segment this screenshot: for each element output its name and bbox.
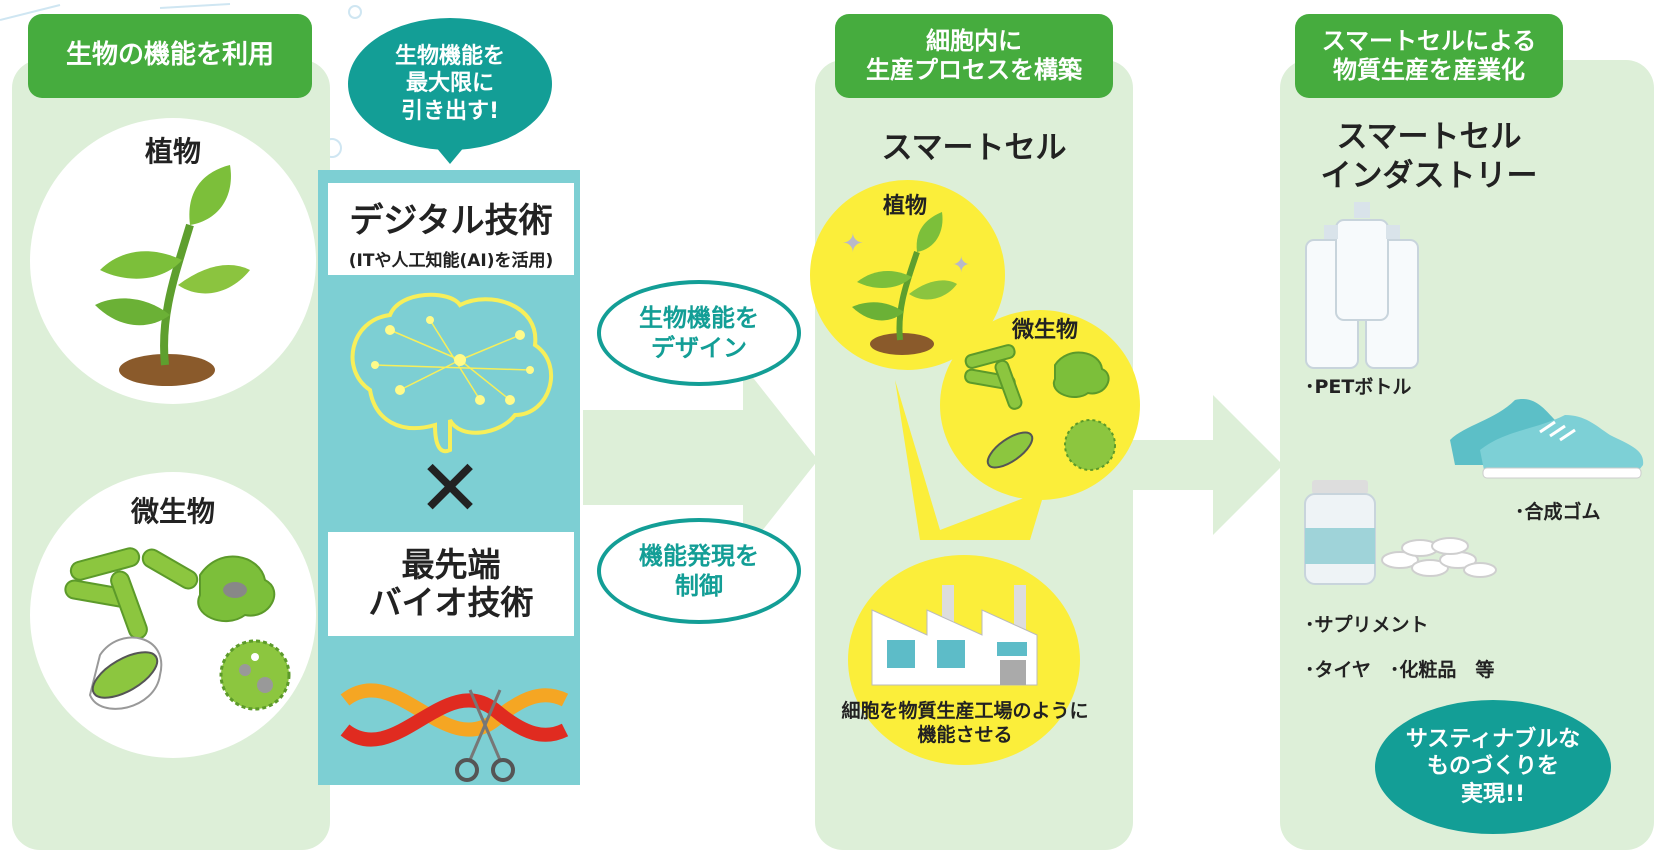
biotech-box: 最先端 バイオ技術 bbox=[328, 532, 574, 636]
molecule-decoration bbox=[0, 3, 362, 158]
pet-bottle-label: ･PETボトル bbox=[1305, 376, 1412, 398]
flow-arrow-1 bbox=[583, 365, 818, 555]
others-label: ･タイヤ ･化粧品 等 bbox=[1305, 659, 1495, 681]
factory-caption: 細胞を物質生産工場のように 機能させる bbox=[841, 700, 1089, 746]
microbe-circle bbox=[30, 472, 316, 758]
supplement-label: ･サプリメント bbox=[1305, 614, 1429, 636]
microbe-label: 微生物 bbox=[130, 495, 215, 528]
sustainable-bubble: サスティナブルな ものづくりを 実現!! bbox=[1375, 700, 1611, 834]
pet-bottles-icon bbox=[1305, 202, 1419, 369]
rubber-label: ･合成ゴム bbox=[1515, 501, 1601, 523]
control-oval: 機能発現を 制御 bbox=[597, 518, 801, 624]
digital-tech-title: デジタル技術 bbox=[349, 201, 553, 241]
dna-scissors-icon bbox=[340, 683, 569, 782]
maximize-bubble: 生物機能を 最大限に 引き出す! bbox=[348, 18, 552, 150]
microbes-icon bbox=[64, 547, 291, 711]
microbe-cell-circle bbox=[940, 310, 1140, 500]
svg-text:✦: ✦ bbox=[952, 253, 970, 278]
sprout-icon bbox=[95, 165, 250, 386]
plant-label: 植物 bbox=[144, 135, 201, 168]
flow-arrow-2 bbox=[1118, 395, 1283, 535]
smart-microbe-label: 微生物 bbox=[1011, 318, 1078, 343]
digital-tech-subtitle: (ITや人工知能(AI)を活用) bbox=[348, 251, 554, 271]
times-symbol: ✕ bbox=[417, 444, 483, 534]
factory-icon bbox=[871, 585, 1038, 686]
biotech-title: 最先端 バイオ技術 bbox=[368, 545, 534, 622]
smart-cell-heading: スマートセル bbox=[881, 130, 1067, 166]
bubble-tail bbox=[435, 146, 465, 164]
factory-beam bbox=[895, 380, 1045, 540]
svg-text:✦: ✦ bbox=[842, 229, 864, 259]
smart-sprout-icon: ✦✦ bbox=[842, 212, 970, 355]
panel3-title: 細胞内に 生産プロセスを構築 bbox=[835, 14, 1113, 98]
design-oval: 生物機能を デザイン bbox=[597, 280, 801, 386]
smart-plant-label: 植物 bbox=[882, 194, 927, 219]
sneakers-icon bbox=[1450, 399, 1644, 479]
panel1-title: 生物の機能を利用 bbox=[28, 14, 312, 98]
supplement-icon bbox=[1304, 480, 1497, 585]
industry-heading: スマートセル インダストリー bbox=[1320, 119, 1538, 194]
smart-microbes-icon bbox=[964, 344, 1116, 471]
digital-tech-box: デジタル技術 (ITや人工知能(AI)を活用) bbox=[328, 183, 574, 275]
panel4-title: スマートセルによる 物質生産を産業化 bbox=[1295, 14, 1563, 98]
ai-brain-icon bbox=[350, 292, 553, 454]
